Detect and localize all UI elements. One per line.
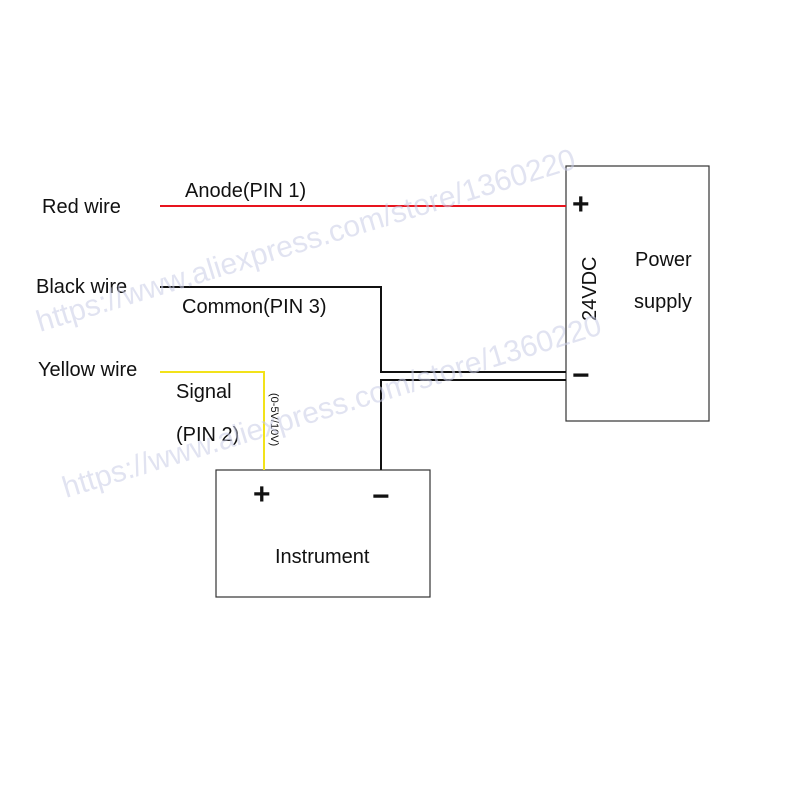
power-supply-title-line2: supply <box>634 291 692 313</box>
power-supply-title-line1: Power <box>635 249 692 271</box>
instrument-box <box>215 469 431 598</box>
instrument-minus-symbol: − <box>372 480 390 513</box>
power-supply-minus-symbol: − <box>572 359 590 392</box>
watermark-text: https://www.aliexpress.com/store/1360220 <box>58 309 605 505</box>
instrument-title: Instrument <box>275 546 370 568</box>
instrument-plus-symbol: + <box>253 478 271 511</box>
signal-range-label: (0-5V/10V) <box>268 393 280 446</box>
yellow-wire-label: Yellow wire <box>38 359 137 381</box>
power-supply-voltage: 24VDC <box>579 257 601 321</box>
common-pin-label: Common(PIN 3) <box>182 296 326 318</box>
signal-pin-label: (PIN 2) <box>176 424 239 446</box>
signal-label: Signal <box>176 381 232 403</box>
anode-pin-label: Anode(PIN 1) <box>185 180 306 202</box>
power-supply-plus-symbol: + <box>572 188 590 221</box>
black-wire-line <box>160 286 566 373</box>
black-wire-label: Black wire <box>36 276 127 298</box>
yellow-wire-line <box>160 371 265 470</box>
red-wire-label: Red wire <box>42 196 121 218</box>
ground-return-line <box>380 379 566 470</box>
power-supply-box <box>565 165 710 422</box>
